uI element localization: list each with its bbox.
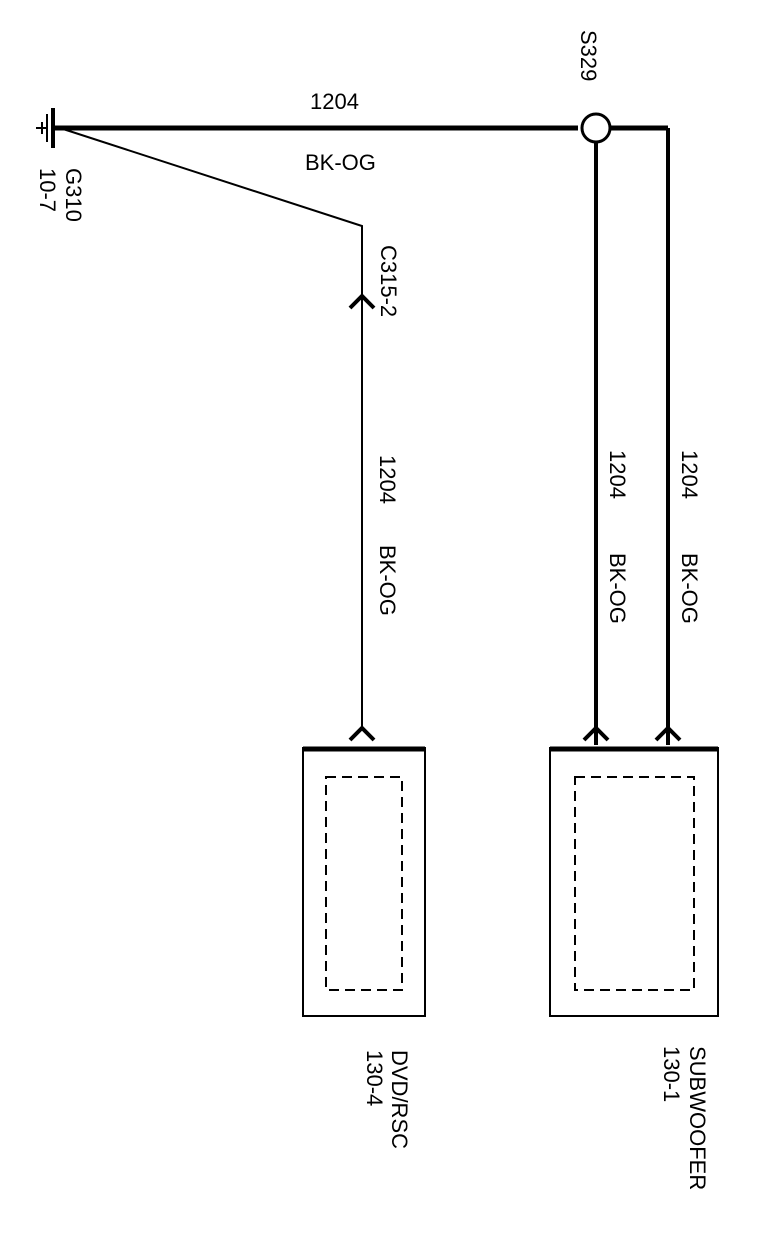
component-dvd-box xyxy=(302,746,426,1017)
wire-dvd-diagonal xyxy=(59,127,363,728)
dvd-name: DVD/RSC xyxy=(387,1050,412,1149)
dvd-wire-circuit: 1204 xyxy=(375,455,400,504)
connector-label: C315-2 xyxy=(376,245,401,317)
subwoofer-name: SUBWOOFER xyxy=(685,1046,710,1190)
subwoofer-ref: 130-1 xyxy=(659,1046,684,1102)
dvd-ref: 130-4 xyxy=(362,1050,387,1106)
sub-wire2-circuit: 1204 xyxy=(677,450,702,499)
component-subwoofer-box xyxy=(549,746,719,1017)
wire-top-circuit: 1204 xyxy=(310,89,359,114)
sub-pin1-chevron-icon xyxy=(582,725,610,742)
dvd-pin-chevron-icon xyxy=(348,725,376,742)
ground-id: G310 xyxy=(61,168,86,222)
connector-c315-chevron-icon xyxy=(348,293,376,310)
dvd-wire-color: BK-OG xyxy=(375,545,400,616)
ground-symbol-icon xyxy=(36,108,55,148)
sub-pin2-chevron-icon xyxy=(654,725,682,742)
splice-s329 xyxy=(580,112,612,144)
splice-label: S329 xyxy=(576,30,601,81)
wire-top-color: BK-OG xyxy=(305,150,376,175)
sub-wire1-circuit: 1204 xyxy=(605,450,630,499)
sub-wire1-color: BK-OG xyxy=(605,553,630,624)
ground-ref: 10-7 xyxy=(35,168,60,212)
sub-wire2-color: BK-OG xyxy=(677,553,702,624)
